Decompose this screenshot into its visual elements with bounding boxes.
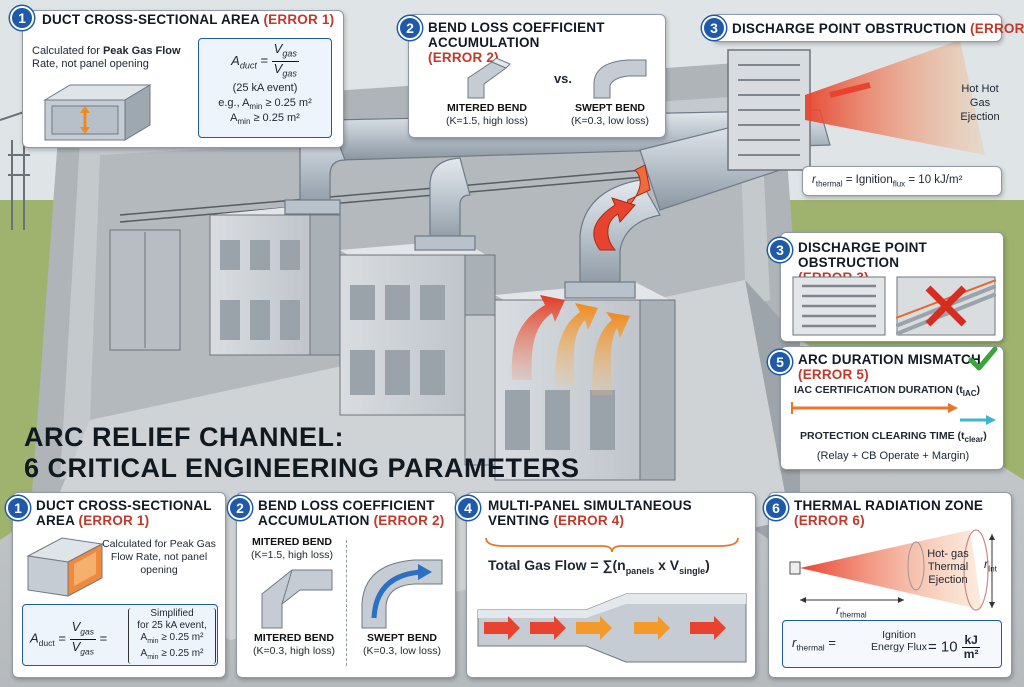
bend-divider xyxy=(346,540,347,666)
duct-area-formula-box xyxy=(22,604,218,666)
mitered-bend-icon xyxy=(261,569,333,629)
mitered-bend-label: MITERED BEND xyxy=(252,536,332,548)
step-badge-1: 1 xyxy=(10,6,34,30)
duct-area-formula-box xyxy=(198,38,332,138)
thermal-radius-formula: rthermal = xyxy=(792,635,836,653)
mitered-bend-label: MITERED BEND xyxy=(447,102,527,114)
step-badge-6: 6 xyxy=(764,496,788,520)
mitered-bend-icon xyxy=(467,58,511,99)
step-badge-2-bottom: 2 xyxy=(228,496,252,520)
blocked-discharge-icon xyxy=(896,276,996,336)
thermal-radius-equation-text: rthermal = Ignitionflux = 10 kJ/m² xyxy=(812,174,963,189)
swept-bend-icon xyxy=(593,59,647,99)
mitered-bend-label: MITERED BEND xyxy=(254,632,334,644)
versus-label: vs. xyxy=(553,71,573,86)
mitered-bend-k: (K=0.3, high loss) xyxy=(252,645,335,657)
mitered-bend-k: (K=1.5, high loss) xyxy=(250,549,333,561)
thermal-radius-formula-box xyxy=(782,620,1002,668)
step-badge-3: 3 xyxy=(702,16,726,40)
expanding-duct-flow-icon xyxy=(477,593,747,663)
step-badge-2: 2 xyxy=(398,16,422,40)
callout-title: DISCHARGE POINT OBSTRUCTION (ERROR 3) xyxy=(732,21,1024,36)
duct-section-icon xyxy=(26,537,104,597)
callout-discharge-top-header xyxy=(712,14,1002,42)
r-int-label: rInt xyxy=(984,557,997,574)
step-badge-5: 5 xyxy=(768,350,792,374)
step-badge-4: 4 xyxy=(456,496,480,520)
duration-timeline-bars xyxy=(791,402,996,425)
step-badge-3b: 3 xyxy=(768,238,792,262)
card-description: Calculated for Peak Gas Flow Rate, not p… xyxy=(102,538,216,576)
callout-title: ARC DURATION MISMATCH(ERROR 5) xyxy=(798,352,981,382)
callout-title: DUCT CROSS-SECTIONAL AREA (ERROR 1) xyxy=(42,12,335,27)
swept-bend-k: (K=0.3, low loss) xyxy=(571,115,649,127)
thermal-radius-equation xyxy=(802,166,1002,196)
clearing-time-label: PROTECTION CLEARING TIME (tclear) xyxy=(800,430,987,445)
hot-gas-ejection-label: Hot Hot Gas Ejection xyxy=(960,83,1000,123)
clearing-time-note: (Relay + CB Operate + Margin) xyxy=(816,450,970,462)
total-gas-flow-formula: Total Gas Flow = ∑(npanels x Vsingle) xyxy=(488,557,710,576)
thermal-cone-icon xyxy=(789,529,995,611)
step-badge-1-bottom: 1 xyxy=(6,496,30,520)
hot-gas-zone-label: Hot- gas Thermal Ejection xyxy=(927,548,969,586)
swept-bend-label: SWEPT BEND xyxy=(574,102,645,114)
ignition-energy-flux: Ignition Energy Flux xyxy=(870,629,928,653)
check-icon xyxy=(968,346,998,371)
min-area-example-1: e.g., Amin ≥ 0.25 m² xyxy=(218,97,312,112)
event-note: (25 kA event) xyxy=(232,82,298,94)
clear-louver-icon xyxy=(792,276,886,336)
flow-brace xyxy=(485,537,739,553)
iac-duration-label: IAC CERTIFICATION DURATION (tIAC) xyxy=(794,384,981,399)
infographic-title: ARC RELIEF CHANNEL: 6 CRITICAL ENGINEERI… xyxy=(24,422,580,483)
mitered-bend-k: (K=1.5, high loss) xyxy=(445,115,528,127)
min-area-example-2: Amin ≥ 0.25 m² xyxy=(230,112,300,127)
r-thermal-label: rthermal xyxy=(836,603,867,620)
card-title: THERMAL RADIATION ZONE(ERROR 6) xyxy=(794,498,984,528)
duct-section-icon xyxy=(43,84,152,141)
swept-bend-icon xyxy=(361,559,443,629)
swept-bend-k: (K=0.3, low loss) xyxy=(363,645,441,657)
swept-bend-label: SWEPT BEND xyxy=(366,632,437,644)
